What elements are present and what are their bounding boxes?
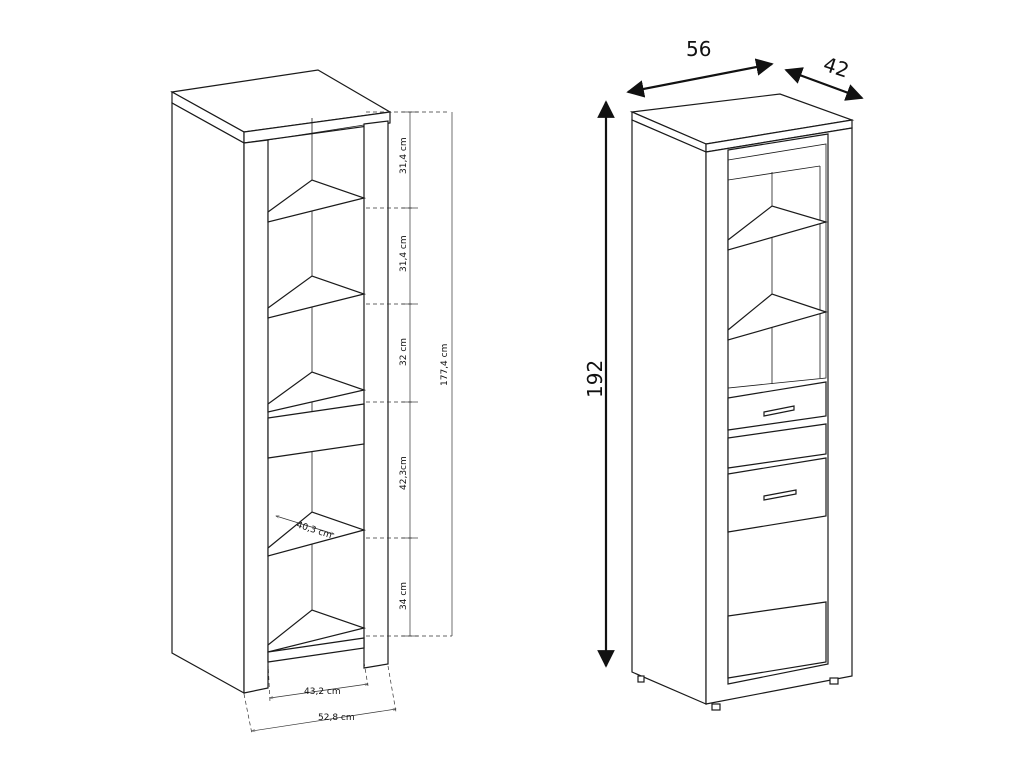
shelf-height-2: 31,4 cm — [399, 235, 409, 272]
shelf-2 — [267, 275, 367, 319]
right-front-stile — [363, 120, 389, 669]
drawer-front-left — [267, 403, 365, 459]
left-front-stile — [243, 139, 269, 694]
middle-rail — [727, 423, 827, 469]
outer-width-label: 52,8 cm — [318, 713, 355, 723]
shelf-1 — [267, 179, 367, 223]
foot — [711, 703, 721, 711]
left-shelves — [267, 179, 367, 663]
shelf-height-5: 34 cm — [399, 582, 409, 610]
inner-width-label: 43,2 cm — [304, 687, 341, 697]
width-arrow — [626, 58, 774, 98]
upper-drawer — [727, 381, 827, 431]
right-side-panel — [631, 119, 707, 705]
plinth-left — [267, 637, 365, 663]
inner-total-height-label: 177,4 cm — [440, 344, 450, 386]
left-side-panel — [171, 101, 245, 695]
overall-dimensions: 192 56 42 — [583, 37, 864, 668]
left-top-side-edge — [243, 111, 391, 144]
depth-arrow — [784, 67, 864, 101]
width-label: 56 — [686, 37, 711, 61]
foot — [829, 677, 839, 685]
shelf-3 — [267, 371, 367, 413]
upper-drawer-handle — [763, 405, 795, 417]
left-cabinet: 40,3 cm 31,4 cm 31,4 cm 32 cm 42,3cm 34 … — [170, 69, 453, 735]
glass-door — [727, 143, 827, 389]
lower-drawer-handle — [763, 489, 797, 501]
shelf-height-4: 42,3cm — [399, 456, 409, 490]
depth-label: 42 — [820, 52, 852, 83]
height-label: 192 — [583, 360, 607, 398]
shelf-height-3: 32 cm — [399, 338, 409, 366]
foot — [637, 675, 645, 683]
right-shelf-1 — [727, 205, 829, 251]
right-shelf-2 — [727, 293, 829, 341]
shelf-bottom — [267, 609, 367, 653]
right-cabinet — [629, 93, 855, 711]
lower-door — [727, 601, 827, 679]
shelf-height-1: 31,4 cm — [399, 137, 409, 174]
